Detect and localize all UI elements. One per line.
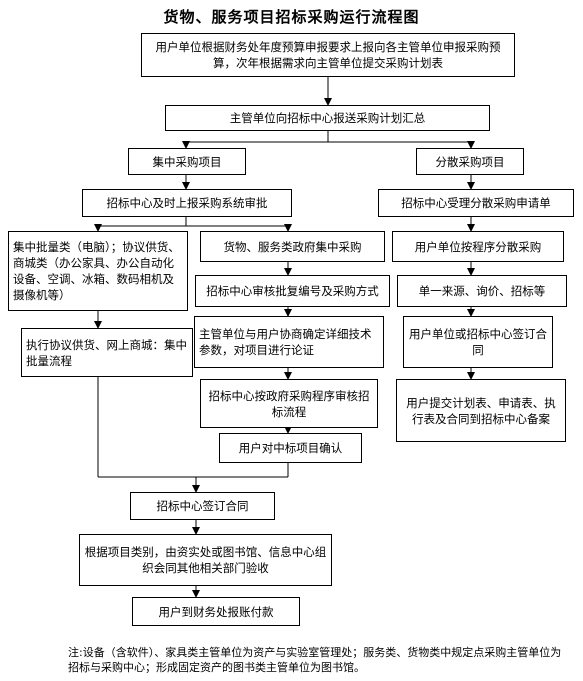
node-sign-center: 招标中心签订合同	[130, 492, 275, 520]
node-payment: 用户到财务处报账付款	[132, 597, 300, 626]
node-gov-central: 货物、服务类政府集中采购	[200, 231, 385, 262]
node-decentral-accept: 招标中心受理分散采购申请单	[378, 189, 574, 217]
node-execute-agreement: 执行协议供货、网上商城：集中批量流程	[21, 328, 193, 377]
node-batch-category: 集中批量类（电脑）；协议供货、商城类（办公家具、办公自动化设备、空调、冰箱、数码…	[8, 231, 188, 311]
node-decentral-procurement: 分散采购项目	[416, 148, 524, 175]
node-submit-record: 用户提交计划表、申请表、执行表及合同到招标中心备案	[396, 379, 566, 442]
node-review-number: 招标中心审核批复编号及采购方式	[195, 275, 390, 307]
node-central-report: 招标中心及时上报采购系统审批	[82, 189, 292, 217]
page-title: 货物、服务项目招标采购运行流程图	[163, 8, 420, 26]
node-sign-user: 用户单位或招标中心签订合同	[403, 316, 553, 368]
node-negotiate-params: 主管单位与用户协商确定详细技术参数，对项目进行论证	[194, 316, 384, 368]
node-plan-summary: 主管单位向招标中心报送采购计划汇总	[165, 105, 490, 131]
node-gov-review: 招标中心按政府采购程序审核招标流程	[200, 379, 378, 428]
node-central-procurement: 集中采购项目	[128, 148, 246, 175]
node-acceptance: 根据项目类别，由资实处或图书馆、信息中心组织会同其他相关部门验收	[79, 534, 332, 586]
node-budget-submission: 用户单位根据财务处年度预算申报要求上报向各主管单位申报采购预算，次年根据需求向主…	[141, 33, 515, 77]
footnote: 注:设备（含软件）、家具类主管单位为资产与实验室管理处；服务类、货物类中规定点采…	[68, 646, 562, 674]
node-confirm-winner: 用户对中标项目确认	[219, 433, 362, 463]
node-user-procedure: 用户单位按程序分散采购	[392, 231, 564, 262]
node-single-source: 单一来源、询价、招标等	[397, 275, 567, 307]
